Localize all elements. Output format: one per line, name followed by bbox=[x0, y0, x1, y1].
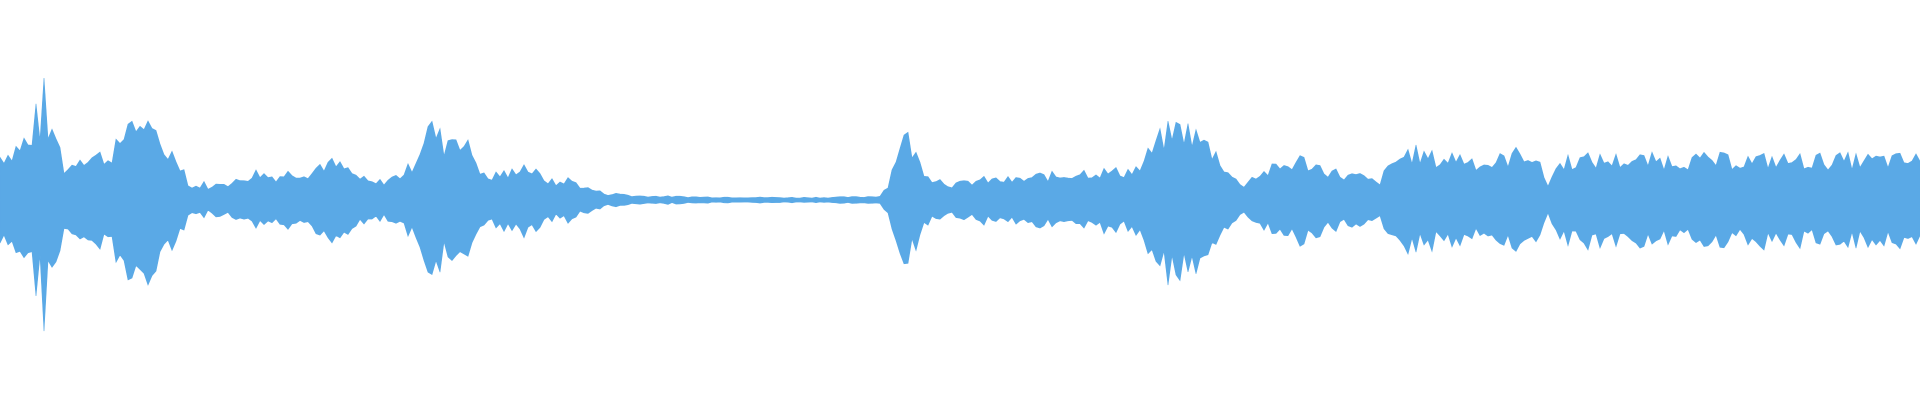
waveform-shape bbox=[0, 77, 1920, 332]
